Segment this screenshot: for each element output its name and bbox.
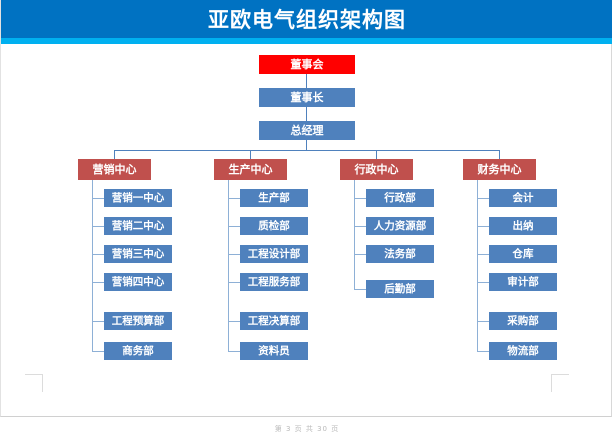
connector-elbow-marketing-4 (92, 282, 104, 283)
title-banner (1, 0, 612, 38)
title-banner-accent-strip (1, 38, 612, 44)
node-marketing-center-2[interactable]: 营销二中心 (104, 217, 172, 235)
node-engineering-service-dept[interactable]: 工程服务部 (240, 273, 308, 291)
node-quality-inspection-dept[interactable]: 质检部 (240, 217, 308, 235)
connector-elbow-finance-2 (477, 226, 489, 227)
node-legal-dept[interactable]: 法务部 (366, 245, 434, 263)
node-center-administration[interactable]: 行政中心 (340, 159, 413, 180)
node-center-production[interactable]: 生产中心 (214, 159, 287, 180)
connector-gm-drop (306, 140, 307, 150)
node-engineering-settlement-dept[interactable]: 工程决算部 (240, 312, 308, 330)
node-warehouse[interactable]: 仓库 (489, 245, 557, 263)
connector-elbow-finance-6 (477, 351, 489, 352)
node-production-dept[interactable]: 生产部 (240, 189, 308, 207)
connector-elbow-marketing-1 (92, 198, 104, 199)
node-audit-dept[interactable]: 审计部 (489, 273, 557, 291)
node-center-finance[interactable]: 财务中心 (463, 159, 536, 180)
connector-bus-to-center-1 (114, 150, 115, 159)
connector-elbow-administration-1 (354, 198, 366, 199)
node-marketing-center-1[interactable]: 营销一中心 (104, 189, 172, 207)
connector-elbow-administration-3 (354, 254, 366, 255)
connector-elbow-production-1 (228, 198, 240, 199)
connector-elbow-marketing-3 (92, 254, 104, 255)
node-logistics-dept[interactable]: 物流部 (489, 342, 557, 360)
node-board[interactable]: 董事会 (259, 55, 355, 74)
node-marketing-center-3[interactable]: 营销三中心 (104, 245, 172, 263)
connector-elbow-production-3 (228, 254, 240, 255)
connector-main-bus (114, 150, 499, 151)
connector-elbow-marketing-5 (92, 321, 104, 322)
node-engineering-budget-dept[interactable]: 工程预算部 (104, 312, 172, 330)
connector-chairman-gm (306, 107, 307, 121)
connector-bus-to-center-2 (250, 150, 251, 159)
node-center-marketing[interactable]: 营销中心 (78, 159, 151, 180)
node-engineering-design-dept[interactable]: 工程设计部 (240, 245, 308, 263)
node-general-manager[interactable]: 总经理 (259, 121, 355, 140)
node-accounting[interactable]: 会计 (489, 189, 557, 207)
org-chart-canvas: 董事会 董事长 总经理 营销中心 生产中心 行政中心 财务中心 营销一中心 营销… (1, 44, 612, 433)
node-cashier[interactable]: 出纳 (489, 217, 557, 235)
node-human-resources-dept[interactable]: 人力资源部 (366, 217, 434, 235)
connector-elbow-finance-1 (477, 198, 489, 199)
connector-elbow-finance-4 (477, 282, 489, 283)
node-marketing-center-4[interactable]: 营销四中心 (104, 273, 172, 291)
connector-bus-to-center-4 (499, 150, 500, 159)
connector-elbow-production-2 (228, 226, 240, 227)
connector-elbow-finance-3 (477, 254, 489, 255)
connector-elbow-marketing-6 (92, 351, 104, 352)
connector-bus-to-center-3 (376, 150, 377, 159)
connector-spine-production (228, 180, 229, 352)
connector-elbow-finance-5 (477, 321, 489, 322)
node-document-clerk[interactable]: 资料员 (240, 342, 308, 360)
connector-spine-administration (354, 180, 355, 290)
margin-mark-bottom-right (551, 374, 569, 392)
node-administration-dept[interactable]: 行政部 (366, 189, 434, 207)
page-footer: 第 3 页 共 30 页 (274, 425, 340, 433)
page-title: 亚欧电气组织架构图 (208, 8, 406, 32)
node-logistics-support-dept[interactable]: 后勤部 (366, 280, 434, 298)
node-chairman[interactable]: 董事长 (259, 88, 355, 107)
connector-elbow-production-6 (228, 351, 240, 352)
connector-elbow-administration-2 (354, 226, 366, 227)
connector-elbow-marketing-2 (92, 226, 104, 227)
margin-mark-bottom-left (25, 374, 43, 392)
connector-spine-marketing (92, 180, 93, 352)
connector-elbow-production-5 (228, 321, 240, 322)
connector-elbow-administration-4 (354, 289, 366, 290)
node-purchasing-dept[interactable]: 采购部 (489, 312, 557, 330)
node-business-dept[interactable]: 商务部 (104, 342, 172, 360)
connector-elbow-production-4 (228, 282, 240, 283)
connector-spine-finance (477, 180, 478, 352)
connector-board-chairman (306, 74, 307, 88)
